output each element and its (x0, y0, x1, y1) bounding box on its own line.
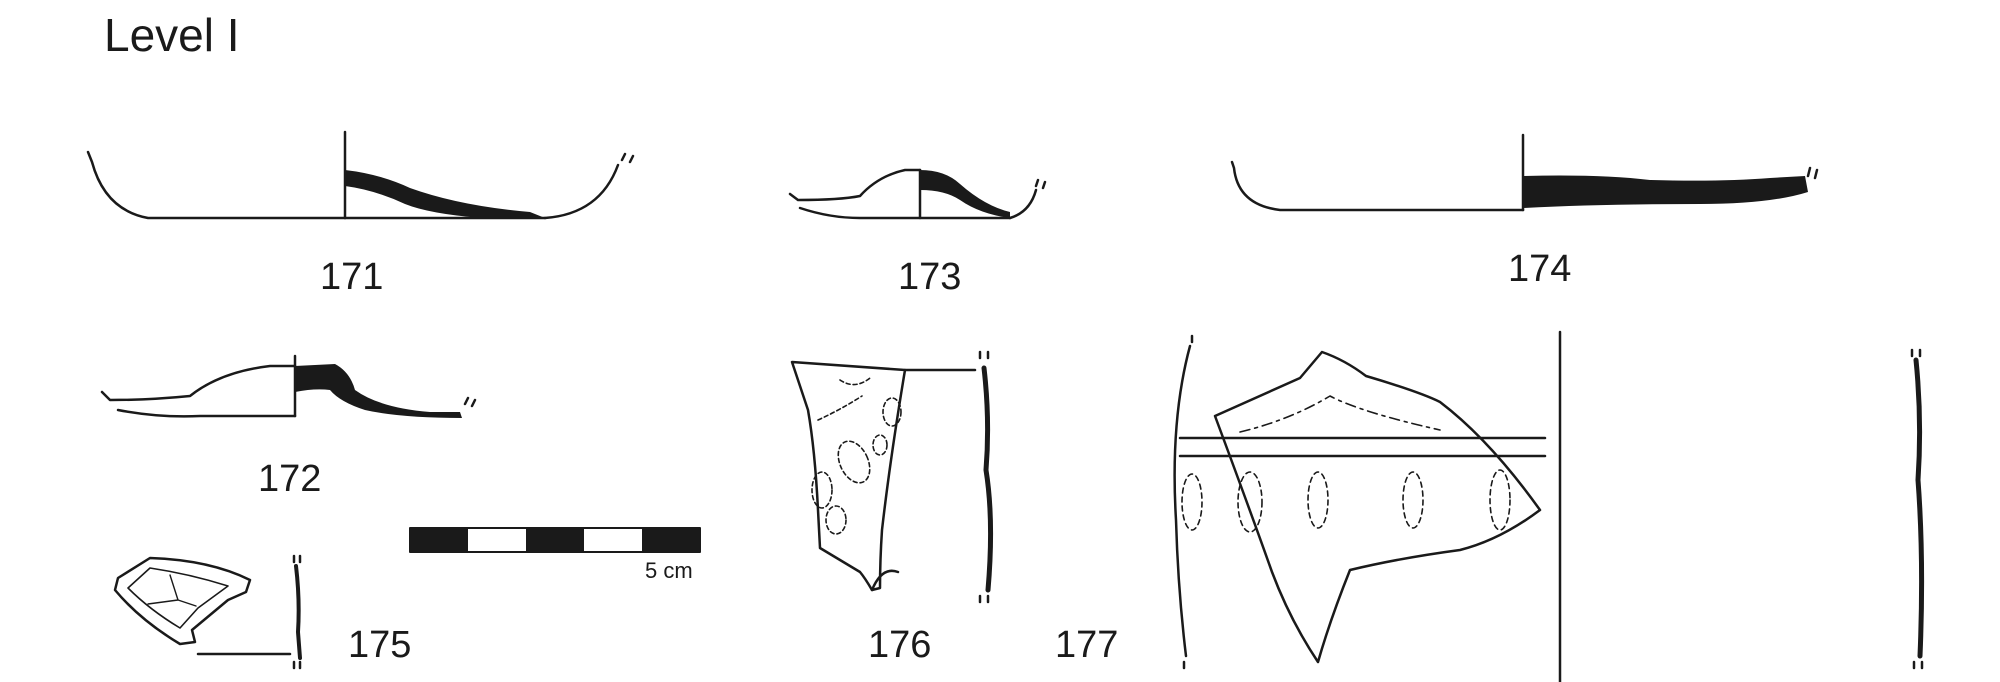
sherd-175-section (294, 564, 302, 660)
figure-label-177: 177 (1055, 624, 1119, 666)
sherd-172-section (295, 364, 462, 418)
figure-label-174: 174 (1508, 248, 1572, 290)
scale-seg-3 (526, 528, 584, 552)
sherd-173-profile-right (1008, 188, 1038, 220)
figure-label-172: 172 (258, 458, 322, 500)
sherd-175-outline (113, 556, 252, 646)
sherd-174-profile-left (1230, 160, 1525, 212)
figure-label-171: 171 (320, 256, 384, 298)
sherd-177-rim-left (1182, 334, 1194, 670)
sherd-177-inner-line (1239, 395, 1441, 433)
page-title: Level I (104, 9, 240, 61)
sherd-175 (113, 554, 302, 670)
sherd-172-profile-left (100, 364, 297, 402)
sherd-172-rim (463, 396, 477, 408)
sherd-177-profile-left (1173, 344, 1192, 658)
scale-seg-1 (410, 528, 468, 552)
sherd-173 (788, 168, 1047, 220)
sherd-176-knob (870, 569, 900, 592)
sherd-177 (1173, 330, 1925, 682)
sherd-177-rim-right (1910, 348, 1924, 670)
sherd-175-rim (292, 554, 302, 670)
sherd-173-baseline (798, 206, 1012, 220)
sherd-177-sherd-outline (1213, 350, 1542, 664)
sherd-174 (1230, 133, 1819, 212)
sherd-171-profile-left (86, 150, 347, 220)
scale-bar (409, 527, 701, 553)
sherd-172 (100, 354, 477, 418)
sherd-174-rim (1806, 166, 1819, 180)
sherd-173-section (920, 170, 1010, 218)
scale-bar-label: 5 cm (645, 558, 693, 583)
sherd-176-outline (790, 360, 907, 592)
figure-label-176: 176 (868, 624, 932, 666)
sherd-171-section (345, 170, 545, 218)
sherd-171-profile-right (543, 163, 620, 220)
sherd-176-rim (978, 350, 990, 604)
sherd-176-section (981, 365, 994, 593)
figure-label-173: 173 (898, 256, 962, 298)
sherd-176 (790, 350, 994, 604)
sherd-172-baseline (116, 408, 297, 418)
sherd-177-decoration (1181, 469, 1511, 533)
sherd-173-profile-left (788, 168, 922, 202)
sherd-173-rim (1034, 178, 1047, 190)
sherd-176-decoration (811, 377, 902, 535)
sherd-175-inner (127, 567, 229, 629)
sherd-174-section (1523, 175, 1808, 208)
figure-label-175: 175 (348, 624, 412, 666)
scale-seg-5 (642, 528, 700, 552)
sherd-171 (86, 130, 635, 220)
sherd-171-rim (620, 152, 635, 164)
sherd-175-inner-2 (147, 574, 197, 607)
sherd-177-section (1913, 357, 1925, 659)
